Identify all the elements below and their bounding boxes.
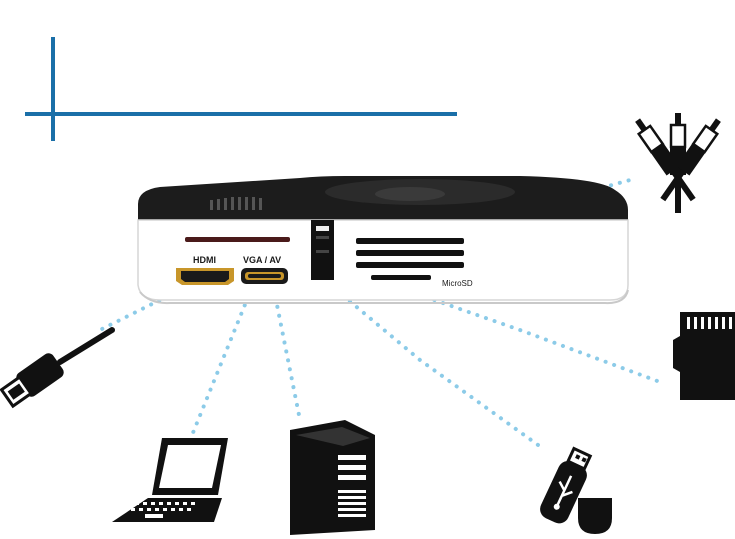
- top-slot: [185, 237, 290, 242]
- laptop-icon: [112, 438, 228, 522]
- microsd-card-icon: [673, 312, 735, 400]
- microsd-slot: [371, 275, 431, 280]
- rca-av-cable-icon: [631, 113, 725, 213]
- vga-av-port: [241, 268, 288, 284]
- usb-port: [311, 220, 334, 280]
- hdmi-cable-icon: [0, 330, 112, 409]
- microsd-label: MicroSD: [442, 279, 473, 288]
- connector-laptop: [188, 280, 255, 445]
- desktop-tower-icon: [290, 420, 375, 535]
- connector-desktop: [272, 280, 300, 420]
- hdmi-label: HDMI: [193, 255, 216, 265]
- front-vents: [356, 238, 464, 268]
- header-accent-lines: [25, 37, 457, 141]
- vga-av-label: VGA / AV: [243, 255, 281, 265]
- projector: HDMI VGA / AV MicroSD: [138, 176, 628, 303]
- hdmi-port: [176, 268, 234, 285]
- usb-flash-drive-icon: [537, 446, 612, 534]
